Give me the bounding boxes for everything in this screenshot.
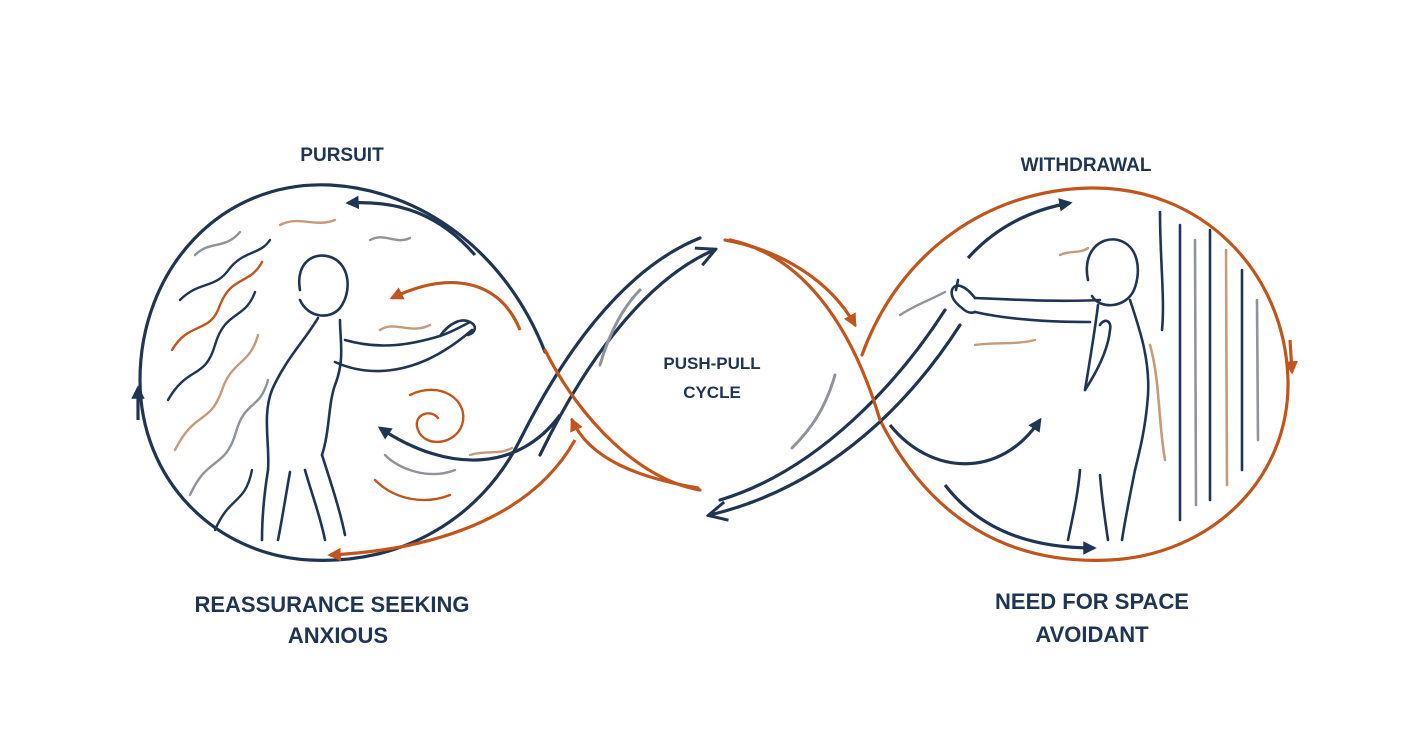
center-gray-accent-left: [598, 288, 642, 367]
reaching-person-icon: [260, 254, 477, 542]
left-emotion-waves: [166, 218, 432, 532]
withdrawal-label: WITHDRAWAL: [1021, 155, 1152, 176]
left-loop-bottom-orange-arrow: [327, 439, 577, 562]
center-gray-accent-right: [790, 373, 837, 450]
center-crossing: [518, 236, 962, 515]
center-upper-ribbon-inner: [538, 250, 714, 457]
avoidant-label: AVOIDANT: [1035, 622, 1149, 647]
center-label-line2: CYCLE: [683, 383, 741, 402]
center-lower-ribbon-outer: [718, 308, 947, 502]
left-loop-top-arrow: [345, 195, 477, 257]
center-upper-ribbon-outer: [518, 236, 702, 442]
right-loop-bottom-navy-arrow: [943, 484, 1097, 555]
center-orange-crossing: [543, 348, 702, 492]
left-loop: [131, 183, 577, 562]
right-loop-top-navy-arrow: [966, 198, 1073, 260]
left-spiral: [373, 388, 514, 502]
stop-gesture-person-icon: [950, 238, 1150, 542]
left-loop-orange-arrow: [389, 281, 522, 331]
reassurance-seeking-label: REASSURANCE SEEKING: [194, 592, 469, 617]
right-push-lines: [898, 246, 1090, 347]
left-loop-inner-navy-arrow: [377, 414, 562, 462]
pursuit-label: PURSUIT: [300, 145, 384, 166]
center-lower-ribbon-inner: [710, 323, 962, 515]
right-loop: [860, 186, 1299, 562]
right-loop-down-arrow: [1284, 339, 1299, 375]
center-orange-bottom-arrow: [570, 417, 700, 490]
left-loop-outer-navy-ring: [138, 183, 547, 562]
center-label-line1: PUSH-PULL: [663, 354, 760, 373]
center-orange-crossing-right: [728, 238, 882, 422]
need-for-space-label: NEED FOR SPACE: [995, 589, 1189, 614]
center-orange-top-arrow: [723, 238, 857, 328]
anxious-label: ANXIOUS: [288, 623, 388, 648]
right-loop-inner-navy-arrow: [888, 417, 1042, 466]
right-barrier-lines: [1148, 210, 1260, 522]
right-loop-outer-orange-ring: [860, 186, 1290, 562]
